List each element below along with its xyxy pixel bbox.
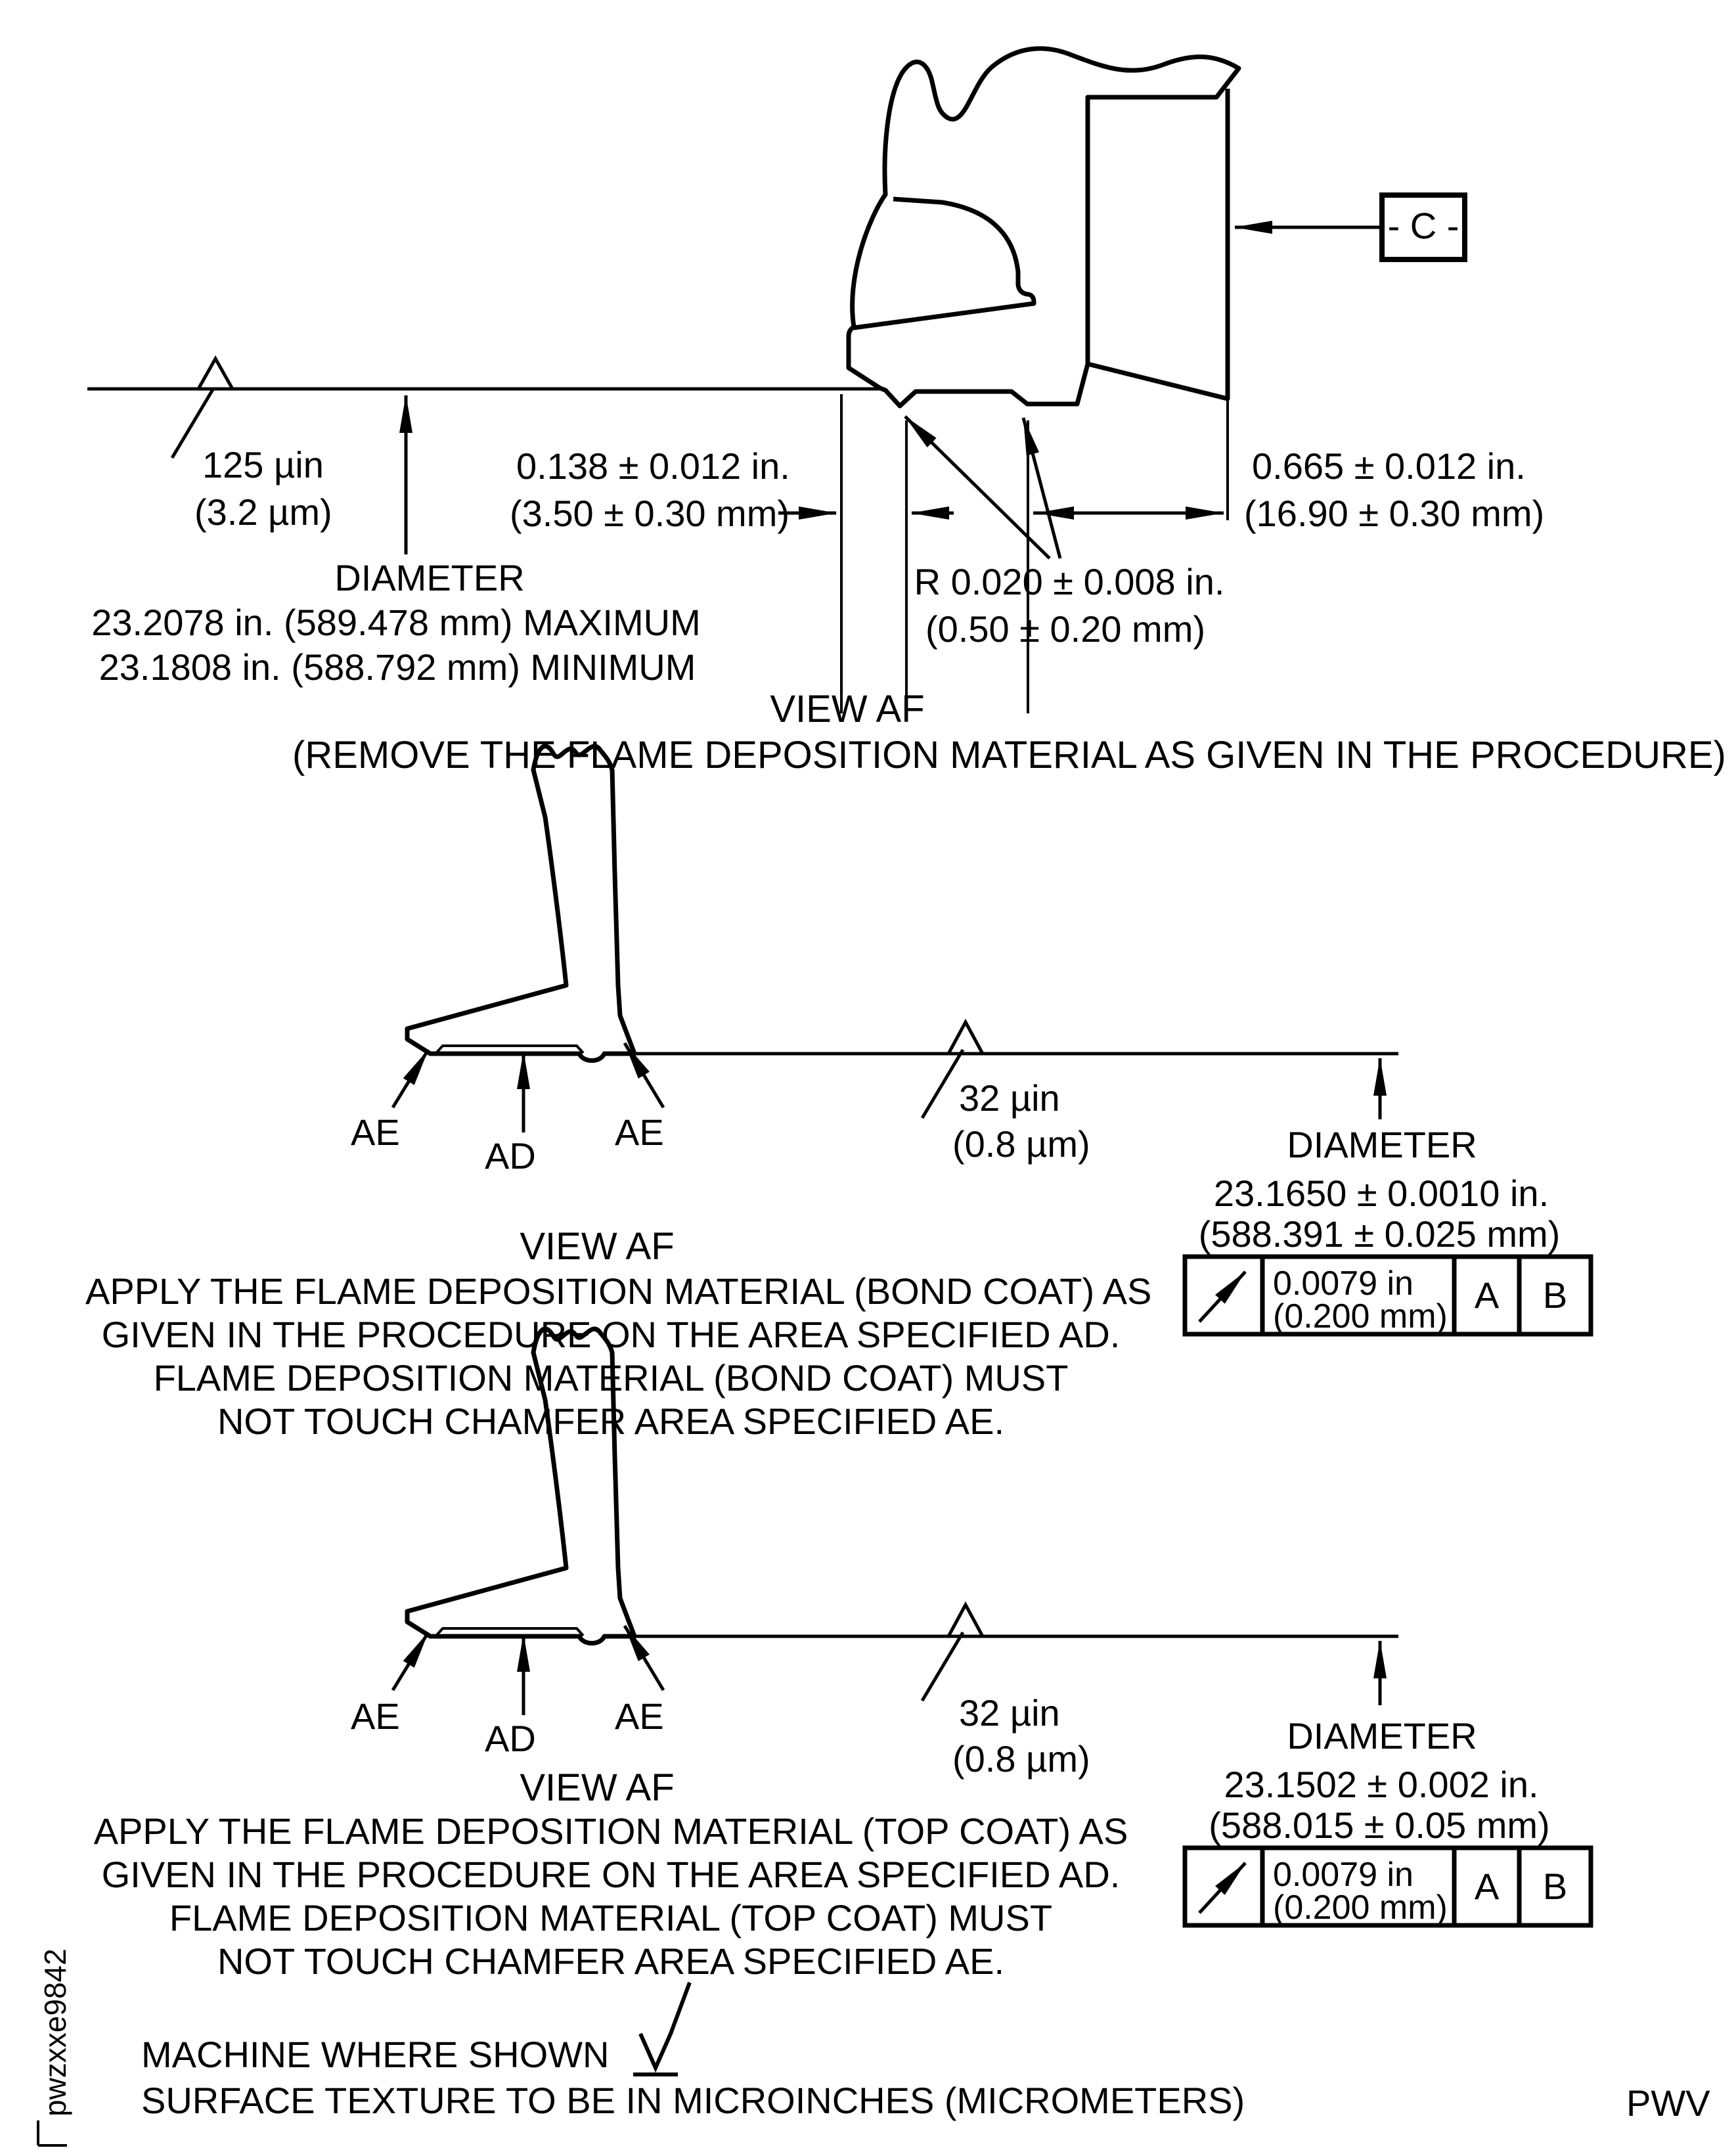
v3-fcf-tol-mm: (0.200 mm): [1273, 1889, 1448, 1927]
v3-note-2: GIVEN IN THE PROCEDURE ON THE AREA SPECI…: [101, 1854, 1121, 1895]
view2-annotations: [391, 1018, 1593, 1337]
v1-title: VIEW AF: [770, 688, 925, 730]
v1-diameter-min: 23.1808 in. (588.792 mm) MINIMUM: [99, 646, 696, 688]
v2-label-ae-left: AE: [351, 1111, 400, 1153]
v2-note-2: GIVEN IN THE PROCEDURE ON THE AREA SPECI…: [101, 1314, 1121, 1355]
v2-fcf-datum-b: B: [1542, 1274, 1568, 1316]
v1-surface-um: (3.2 µm): [194, 491, 332, 533]
v3-note-3: FLAME DEPOSITION MATERIAL (TOP COAT) MUS…: [169, 1897, 1053, 1938]
v2-diameter-in: 23.1650 ± 0.0010 in.: [1213, 1173, 1549, 1214]
v1-radius-mm: (0.50 ± 0.20 mm): [925, 608, 1205, 650]
view1-profile: [87, 46, 1241, 713]
v2-fcf-tol-in: 0.0079 in: [1273, 1265, 1413, 1303]
v2-note-1: APPLY THE FLAME DEPOSITION MATERIAL (BON…: [85, 1270, 1152, 1312]
view3-annotations: [391, 1601, 1593, 1928]
v2-title: VIEW AF: [520, 1225, 675, 1268]
v2-surface-uin: 32 µin: [959, 1077, 1060, 1119]
surface-note: SURFACE TEXTURE TO BE IN MICROINCHES (MI…: [141, 2080, 1245, 2121]
v3-surface-uin: 32 µin: [959, 1692, 1060, 1734]
v3-label-ae-right: AE: [615, 1695, 664, 1737]
v1-surface-uin: 125 µin: [202, 444, 324, 485]
v3-title: VIEW AF: [520, 1766, 675, 1809]
v3-label-ae-left: AE: [351, 1695, 400, 1737]
view1-dimensions: [170, 192, 1467, 560]
v1-diameter-max: 23.2078 in. (589.478 mm) MAXIMUM: [91, 602, 701, 643]
v3-label-ad: AD: [485, 1718, 536, 1759]
v1-diameter-label: DIAMETER: [334, 557, 525, 598]
v1-subtitle: (REMOVE THE FLAME DEPOSITION MATERIAL AS…: [292, 734, 1726, 776]
v2-fcf-tol-mm: (0.200 mm): [1273, 1297, 1448, 1335]
v3-diameter-mm: (588.015 ± 0.05 mm): [1209, 1804, 1550, 1846]
v3-note-1: APPLY THE FLAME DEPOSITION MATERIAL (TOP…: [93, 1810, 1128, 1852]
v2-diameter-mm: (588.391 ± 0.025 mm): [1198, 1213, 1561, 1255]
v2-note-3: FLAME DEPOSITION MATERIAL (BOND COAT) MU…: [153, 1357, 1069, 1399]
v2-diameter-label: DIAMETER: [1287, 1124, 1477, 1165]
v3-fcf-tol-in: 0.0079 in: [1273, 1856, 1413, 1894]
machining-symbol: [633, 1981, 692, 2076]
doc-code-bracket: [37, 2120, 67, 2147]
v3-fcf-datum-b: B: [1542, 1866, 1568, 1907]
view3-profile: [405, 1326, 1398, 1646]
page-code: PWV: [1626, 2082, 1710, 2124]
v2-note-4: NOT TOUCH CHAMFER AREA SPECIFIED AE.: [217, 1400, 1005, 1442]
v2-surface-um: (0.8 µm): [952, 1123, 1090, 1165]
v3-note-4: NOT TOUCH CHAMFER AREA SPECIFIED AE.: [217, 1940, 1005, 1982]
v1-width-mm: (3.50 ± 0.30 mm): [510, 493, 790, 534]
v3-fcf-datum-a: A: [1474, 1866, 1500, 1907]
v3-diameter-label: DIAMETER: [1287, 1715, 1477, 1757]
v3-surface-um: (0.8 µm): [952, 1738, 1090, 1780]
v1-offset-mm: (16.90 ± 0.30 mm): [1244, 493, 1545, 534]
v1-offset-in: 0.665 ± 0.012 in.: [1252, 445, 1526, 487]
v2-label-ad: AD: [485, 1135, 536, 1176]
v2-label-ae-right: AE: [615, 1111, 664, 1153]
machine-note: MACHINE WHERE SHOWN: [141, 2034, 610, 2075]
view2-profile: [405, 744, 1398, 1063]
v1-radius-in: R 0.020 ± 0.008 in.: [914, 561, 1225, 602]
v1-width-in: 0.138 ± 0.012 in.: [516, 445, 790, 487]
v2-fcf-datum-a: A: [1474, 1274, 1500, 1316]
v1-datum-c: - C -: [1387, 205, 1459, 246]
v3-diameter-in: 23.1502 ± 0.002 in.: [1224, 1764, 1539, 1805]
doc-code: pwzxxe9842: [38, 1948, 72, 2116]
